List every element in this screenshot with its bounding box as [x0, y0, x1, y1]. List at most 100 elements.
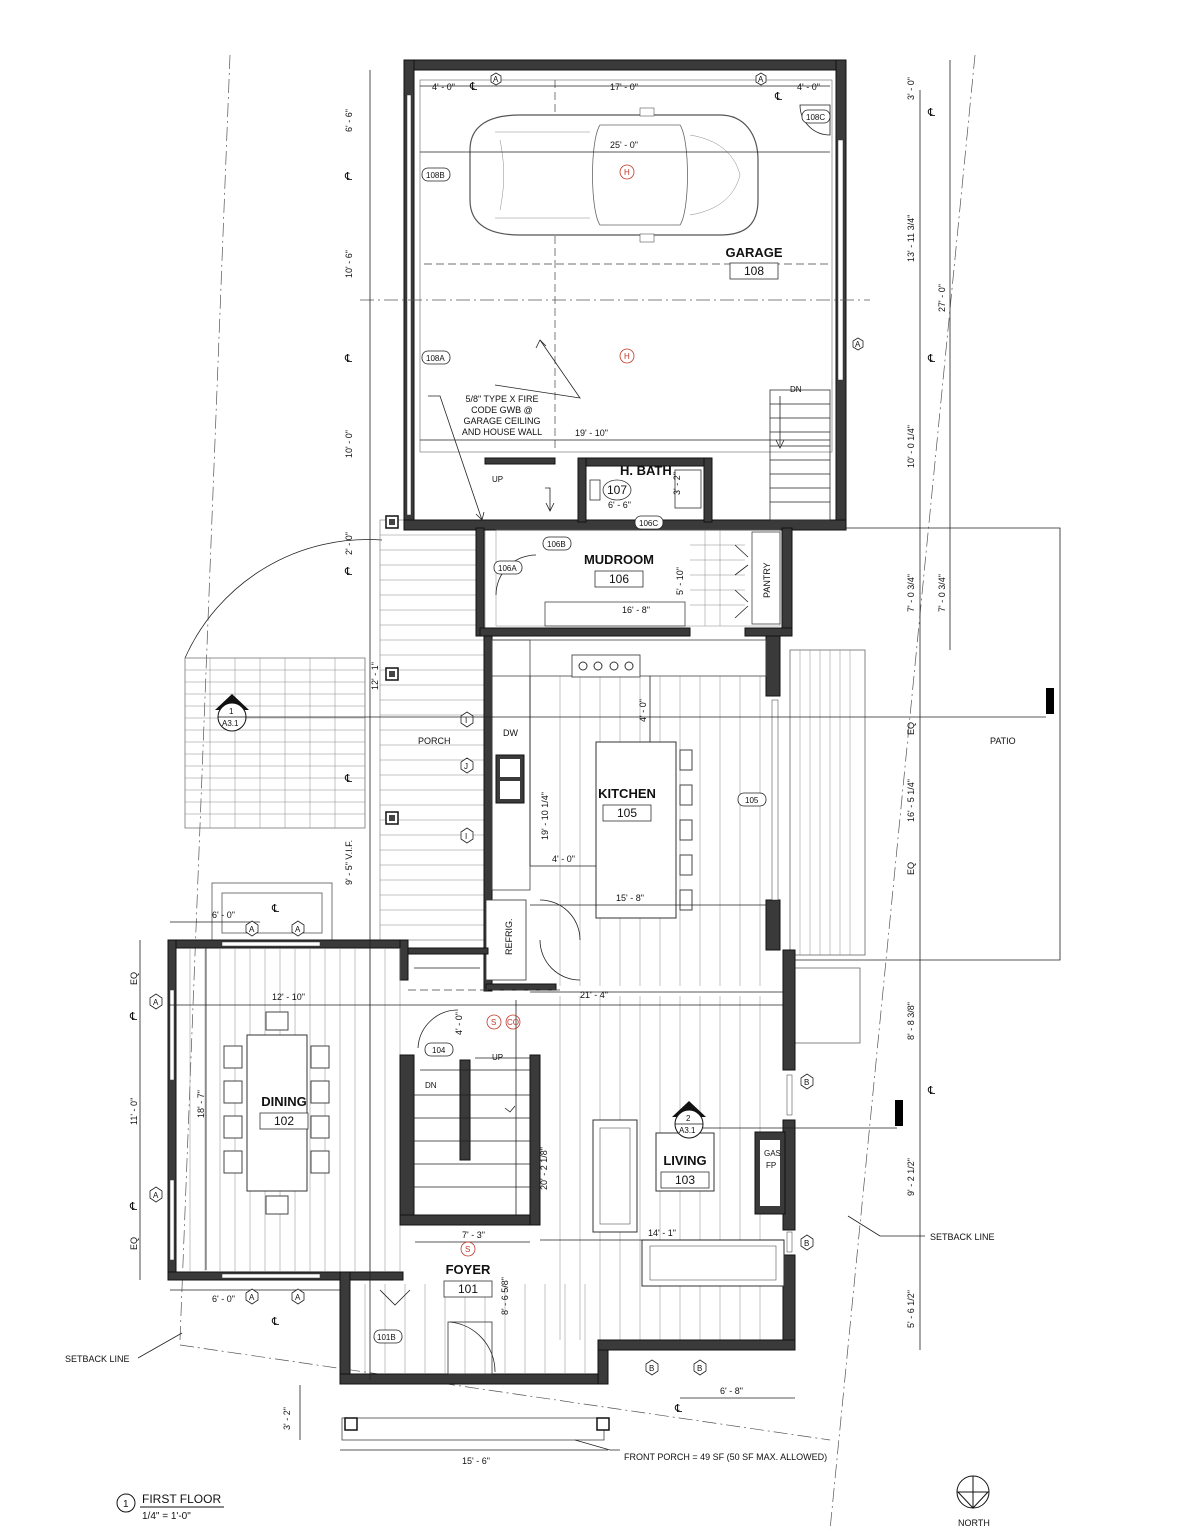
dim-k4_0b: 4' - 0"	[552, 854, 575, 864]
door-tag-101b: 101B	[373, 1329, 403, 1344]
cl-mark: ℄	[129, 1201, 137, 1213]
dim-d6_0a: 6' - 0"	[212, 910, 235, 920]
title-block: 1 FIRST FLOOR 1/4" = 1'-0"	[116, 1492, 224, 1522]
dim-k21_4: 21' - 4"	[580, 990, 608, 1000]
dim-p12_1: 12' - 1"	[370, 662, 380, 690]
cl-mark: ℄	[271, 903, 279, 915]
cl-mark: ℄	[927, 353, 935, 365]
grid-tag-a: A	[755, 72, 767, 86]
svg-text:108C: 108C	[806, 113, 825, 122]
kitchen-number: 105	[617, 806, 637, 820]
svg-text:A: A	[153, 1191, 159, 1200]
cl-mark: ℄	[927, 1085, 935, 1097]
grid-tag-a: A	[245, 920, 259, 937]
dim-k15_8: 15' - 8"	[616, 893, 644, 903]
foyer-name: FOYER	[446, 1262, 491, 1277]
svg-text:105: 105	[745, 796, 759, 805]
title-number: 1	[123, 1499, 129, 1510]
title-scale: 1/4" = 1'-0"	[142, 1511, 191, 1522]
dim-r5_6: 5' - 6 1/2"	[906, 1290, 916, 1328]
dim-p2_0: 2' - 0"	[344, 532, 354, 555]
h-marker: H	[624, 352, 630, 361]
setback-lines	[137, 54, 976, 1531]
dim-left10_0: 10' - 0"	[344, 430, 354, 458]
bath: H. BATH 107 UP	[484, 457, 713, 523]
svg-text:B: B	[804, 1239, 809, 1248]
dim-g19_10: 19' - 10"	[575, 428, 608, 438]
interior-walls	[407, 947, 560, 991]
section-2-number: 2	[686, 1114, 691, 1123]
garage-name: GARAGE	[725, 245, 782, 260]
section-mark-1: 1 A3.1	[215, 694, 249, 732]
foyer-number: 101	[458, 1282, 478, 1296]
dw-label: DW	[503, 728, 518, 738]
car	[469, 107, 759, 243]
dim-g17_0: 17' - 0"	[610, 82, 638, 92]
cl-mark: ℄	[774, 91, 782, 103]
cl-mark: ℄	[469, 81, 477, 93]
cl-mark: ℄	[344, 566, 352, 578]
garage-stair-dn: DN	[790, 385, 802, 394]
section-1-sheet: A3.1	[222, 719, 239, 728]
centerline-marks: ℄ ℄ ℄ ℄ ℄ ℄ ℄ ℄ ℄ ℄ ℄ ℄ ℄ ℄	[129, 81, 935, 1415]
grid-tag-b: B	[693, 1359, 707, 1376]
dim-k19_10: 19' - 10 1/4"	[540, 792, 550, 840]
door-tag-104: 104	[424, 1042, 454, 1057]
dim-b3_2: 3' - 2"	[672, 472, 682, 495]
patio	[789, 527, 1061, 1126]
dim-p3_2: 3' - 2"	[282, 1407, 292, 1430]
grid-tag-i: I	[460, 711, 474, 728]
dim-m5_10: 5' - 10"	[675, 567, 685, 595]
dim-left10_6: 10' - 6"	[344, 250, 354, 278]
grid-tag-a: A	[852, 337, 864, 351]
svg-text:106A: 106A	[498, 564, 517, 573]
setback-label-left: SETBACK LINE	[65, 1354, 130, 1364]
grid-tag-b: B	[800, 1234, 814, 1251]
grid-tag-b: B	[800, 1073, 814, 1090]
door-tag-106b: 106B	[542, 536, 572, 551]
dim-r27_0: 27' - 0"	[937, 284, 947, 312]
grid-tag-i: I	[460, 827, 474, 844]
dim-r7_0a: 7' - 0 3/4"	[906, 574, 916, 612]
north-label: NORTH	[958, 1518, 990, 1528]
grid-tag-a: A	[149, 1186, 163, 1203]
svg-text:A: A	[855, 340, 861, 349]
patio-label: PATIO	[990, 736, 1016, 746]
svg-text:B: B	[697, 1364, 702, 1373]
cl-mark: ℄	[344, 773, 352, 785]
dim-r3_0: 3' - 0"	[906, 77, 916, 100]
dim-r7_0b: 7' - 0 3/4"	[937, 574, 947, 612]
door-tag-106a: 106A	[493, 560, 523, 575]
bath-number: 107	[607, 483, 627, 497]
svg-text:108B: 108B	[426, 171, 445, 180]
svg-text:I: I	[465, 832, 467, 841]
dim-r16_5: 16' - 5 1/4"	[906, 779, 916, 822]
dim-d6_0b: 6' - 0"	[212, 1294, 235, 1304]
title-text: FIRST FLOOR	[142, 1492, 221, 1506]
dim-r8_8: 8' - 8 3/8"	[906, 1002, 916, 1040]
grid-tag-a: A	[291, 1288, 305, 1305]
gas-label: GAS	[764, 1149, 781, 1158]
dim-s4_0: 4' - 0"	[454, 1012, 464, 1035]
foyer: FOYER 101	[339, 1262, 796, 1451]
stair-up: UP	[492, 1053, 503, 1062]
grid-tag-a: A	[149, 993, 163, 1010]
dim-f8_6: 8' - 6 5/8"	[500, 1277, 510, 1315]
fire-note-line-3: GARAGE CEILING	[463, 416, 540, 426]
door-tag-105: 105	[737, 792, 767, 807]
dim-left6_6: 6' - 6"	[344, 109, 354, 132]
patio-deck-hatch	[789, 649, 866, 956]
svg-text:A: A	[153, 998, 159, 1007]
svg-text:A: A	[758, 75, 764, 84]
foyer-number-box	[443, 1280, 493, 1298]
svg-text:101B: 101B	[377, 1333, 396, 1342]
dim-f15_6: 15' - 6"	[462, 1456, 490, 1466]
living-name: LIVING	[663, 1153, 706, 1168]
living: GAS FP LIVING 103	[559, 949, 796, 1346]
svg-text:106B: 106B	[547, 540, 566, 549]
dim-b6_6: 6' - 6"	[608, 500, 631, 510]
stair-dn: DN	[425, 1081, 437, 1090]
svg-text:A: A	[249, 925, 255, 934]
dim-m16_8: 16' - 8"	[622, 605, 650, 615]
cl-mark: ℄	[674, 1403, 682, 1415]
